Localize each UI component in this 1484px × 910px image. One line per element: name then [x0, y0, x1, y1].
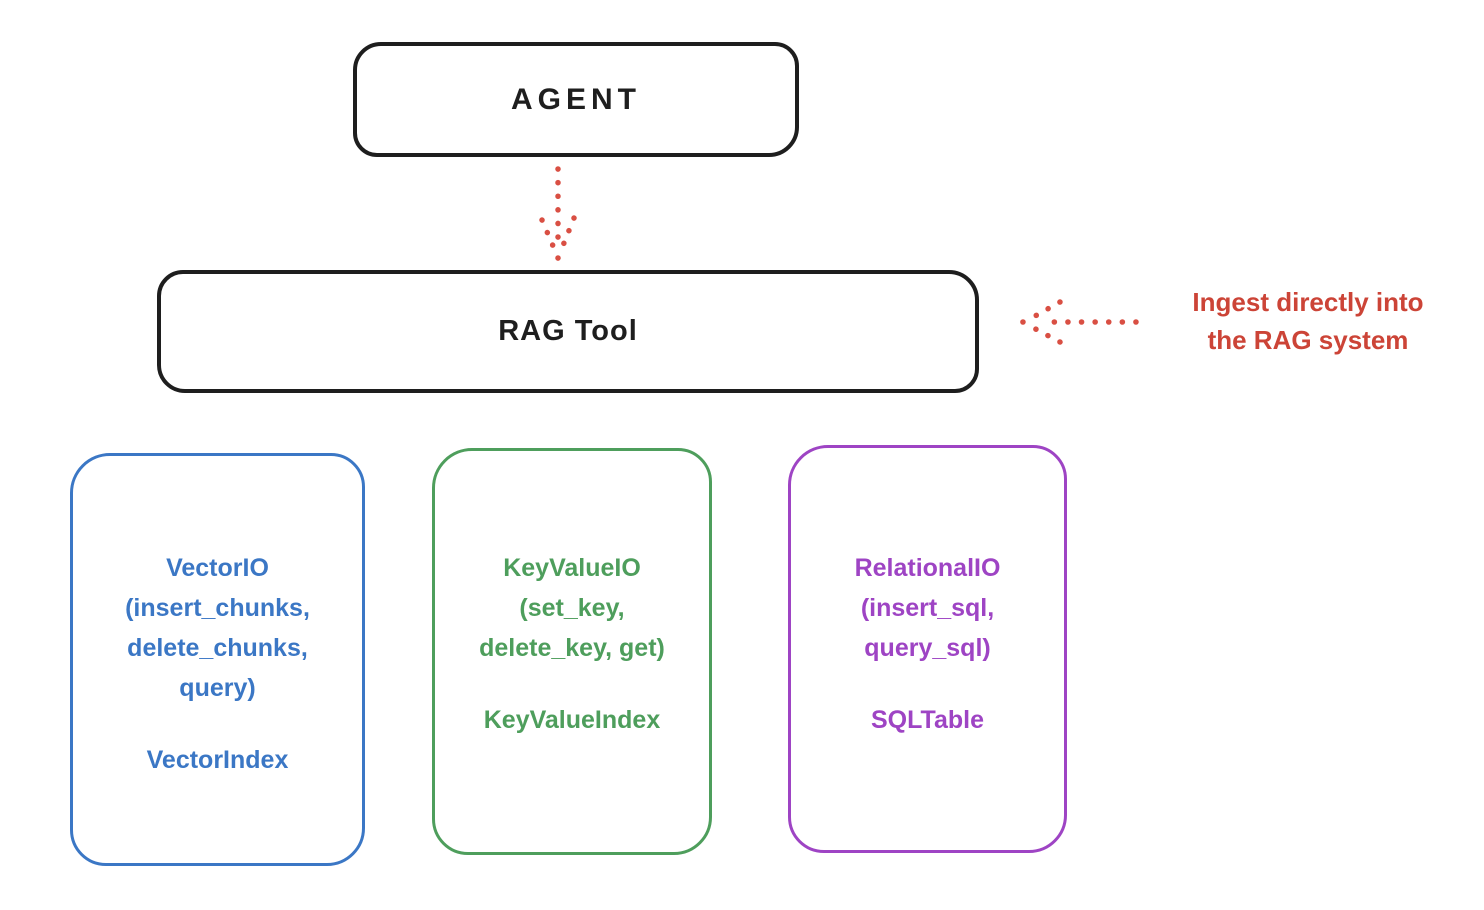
- agent-node: AGENT: [353, 42, 799, 157]
- agent-label: AGENT: [511, 82, 641, 116]
- relational-io-node: RelationalIO (insert_sql, query_sql) SQL…: [788, 445, 1067, 853]
- keyvalue-index-label: KeyValueIndex: [483, 706, 661, 734]
- vector-index-label: VectorIndex: [146, 746, 289, 774]
- ingest-arrow: [1020, 299, 1139, 345]
- keyvalue-io-node: KeyValueIO (set_key, delete_key, get) Ke…: [432, 448, 712, 855]
- vector-io-node: VectorIO (insert_chunks, delete_chunks, …: [70, 453, 365, 866]
- agent-to-rag-arrow: [539, 166, 577, 261]
- rag-tool-node: RAG Tool: [157, 270, 979, 393]
- sql-table-label: SQLTable: [871, 706, 984, 734]
- vector-io-body: VectorIO (insert_chunks, delete_chunks, …: [125, 554, 310, 702]
- relational-io-body: RelationalIO (insert_sql, query_sql): [854, 554, 1001, 662]
- rag-tool-label: RAG Tool: [498, 315, 638, 347]
- ingest-annotation: Ingest directly into the RAG system: [1192, 287, 1424, 355]
- keyvalue-io-body: KeyValueIO (set_key, delete_key, get): [479, 554, 665, 662]
